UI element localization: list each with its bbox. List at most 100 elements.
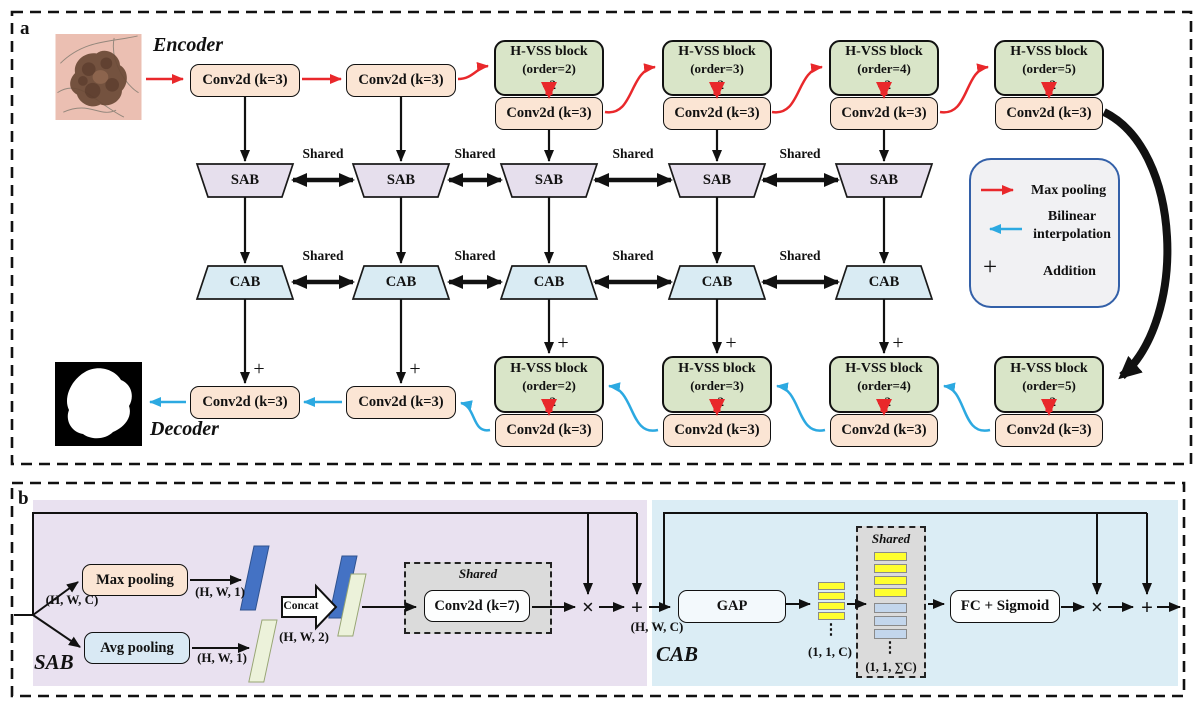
sab-label-4: SAB: [702, 172, 732, 188]
shared-vector-rect-yellow: [874, 564, 907, 573]
encoder-conv-2: Conv2d (k=3): [346, 64, 456, 97]
conv-label: Conv2d (k=3): [358, 394, 444, 410]
cab-label-4: CAB: [701, 274, 733, 290]
conv-label: Conv2d (k=3): [674, 105, 760, 121]
encoder-conv-6: Conv2d (k=3): [995, 97, 1103, 130]
encoder-conv-1: Conv2d (k=3): [190, 64, 300, 97]
sab-label-5: SAB: [869, 172, 899, 188]
addition-mark-1: +: [253, 358, 265, 380]
panel-b-tag: b: [18, 488, 29, 509]
hvss-repeat: ×2: [1042, 77, 1056, 92]
legend-max-pooling-label: Max pooling: [1031, 183, 1107, 198]
hvss-title: H-VSS block: [1010, 360, 1088, 376]
conv-label: Conv2d (k=3): [358, 72, 444, 88]
sab-add-op: +: [631, 595, 643, 619]
cab-label-3: CAB: [533, 274, 565, 290]
vector-ellipsis-2: ⋮: [882, 640, 898, 656]
decoder-hvss-order3: H-VSS block (order=3) ×2: [662, 356, 772, 413]
conv-label: Conv2d (k=3): [202, 394, 288, 410]
shared-label-sab-2: Shared: [454, 146, 496, 161]
decoder-conv-6: Conv2d (k=3): [995, 414, 1103, 447]
legend-plus-icon: +: [983, 254, 998, 281]
avg-pooling-box: Avg pooling: [84, 632, 190, 664]
hvss-title: H-VSS block: [1010, 44, 1088, 59]
shared-vector-rect-yellow: [874, 588, 907, 597]
conv-k7-box: Conv2d (k=7): [424, 590, 530, 622]
hvss-order: (order=5): [1022, 61, 1076, 76]
conv-label: Conv2d (k=3): [1006, 105, 1092, 121]
decoder-label: Decoder: [150, 418, 219, 440]
cab-label-5: CAB: [868, 274, 900, 290]
addition-mark-5: +: [892, 332, 904, 354]
sab-multiply-op: ×: [582, 595, 594, 619]
shared-label-cab-4: Shared: [779, 248, 821, 263]
hvss-order: (order=4): [857, 61, 911, 76]
hvss-repeat: ×2: [1042, 393, 1056, 409]
conv-label: Conv2d (k=3): [841, 105, 927, 121]
encoder-hvss-order3: H-VSS block (order=3) ×2: [662, 40, 772, 96]
decoder-hvss-order2: H-VSS block (order=2) ×2: [494, 356, 604, 413]
cab-add-op: +: [1141, 595, 1153, 619]
addition-mark-2: +: [409, 358, 421, 380]
hvss-repeat: ×2: [710, 77, 724, 92]
decoder-conv-5: Conv2d (k=3): [830, 414, 938, 447]
encoder-hvss-order4: H-VSS block (order=4) ×2: [829, 40, 939, 96]
encoder-label: Encoder: [153, 34, 223, 56]
hvss-title: H-VSS block: [510, 360, 588, 376]
dim-11c: (1, 1, C): [807, 644, 853, 659]
concat-label: Concat: [283, 600, 319, 612]
decoder-conv-1: Conv2d (k=3): [190, 386, 300, 419]
sab-label-2: SAB: [386, 172, 416, 188]
conv-label: Conv2d (k=3): [674, 422, 760, 438]
decoder-hvss-order5: H-VSS block (order=5) ×2: [994, 356, 1104, 413]
shared-conv-box-label: Shared: [458, 566, 498, 581]
conv-label: Conv2d (k=3): [506, 422, 592, 438]
hvss-order: (order=3): [690, 61, 744, 76]
cab-multiply-op: ×: [1091, 595, 1103, 619]
conv-label: Conv2d (k=3): [1006, 422, 1092, 438]
shared-label-cab-3: Shared: [612, 248, 654, 263]
shared-fc-box-label: Shared: [871, 531, 911, 546]
hvss-title: H-VSS block: [845, 360, 923, 376]
mask-blob: [66, 368, 132, 439]
legend-bilinear-line2: interpolation: [1033, 227, 1111, 242]
gap-box: GAP: [678, 590, 786, 623]
hvss-title: H-VSS block: [678, 360, 756, 376]
shared-label-sab-1: Shared: [302, 146, 344, 161]
panel-b-flow-lines: [14, 512, 1181, 653]
sab-section-label: SAB: [34, 650, 74, 674]
dim-hw1-max: (H, W, 1): [195, 584, 245, 599]
channel-vector-rect: [818, 612, 845, 620]
shared-label-sab-4: Shared: [779, 146, 821, 161]
shared-double-arrows: [291, 173, 840, 289]
decoder-conv-2: Conv2d (k=3): [346, 386, 456, 419]
hvss-repeat: ×2: [710, 393, 724, 409]
encoder-hvss-order5: H-VSS block (order=5) ×2: [994, 40, 1104, 96]
shared-vector-rect-yellow: [874, 576, 907, 585]
legend-addition-label: Addition: [1043, 264, 1096, 279]
input-lesion-image: [55, 34, 142, 120]
decoder-conv-3: Conv2d (k=3): [495, 414, 603, 447]
hvss-title: H-VSS block: [678, 44, 756, 59]
hair-lines: [57, 35, 139, 118]
shared-label-sab-3: Shared: [612, 146, 654, 161]
fc-sigmoid-label: FC + Sigmoid: [960, 598, 1050, 614]
hvss-repeat: ×2: [877, 393, 891, 409]
hvss-order: (order=5): [1022, 377, 1076, 393]
shared-vector-rect-blue: [874, 603, 907, 613]
encoder-conv-4: Conv2d (k=3): [663, 97, 771, 130]
vector-ellipsis-1: ⋮: [823, 622, 839, 638]
hvss-order: (order=3): [690, 377, 744, 393]
shared-label-cab-2: Shared: [454, 248, 496, 263]
hvss-title: H-VSS block: [845, 44, 923, 59]
hvss-repeat: ×2: [542, 393, 556, 409]
channel-vector-rect: [818, 602, 845, 610]
legend-box: Max pooling Bilinear interpolation + Addi…: [969, 158, 1120, 308]
legend-bilinear-label: Bilinear interpolation: [1029, 208, 1115, 244]
dim-hw2: (H, W, 2): [279, 629, 329, 644]
legend-bilinear-line1: Bilinear: [1047, 209, 1097, 224]
conv-label: Conv2d (k=3): [841, 422, 927, 438]
cab-label-2: CAB: [385, 274, 417, 290]
feature-map-parallelograms: [239, 545, 367, 683]
conv-label: Conv2d (k=3): [202, 72, 288, 88]
